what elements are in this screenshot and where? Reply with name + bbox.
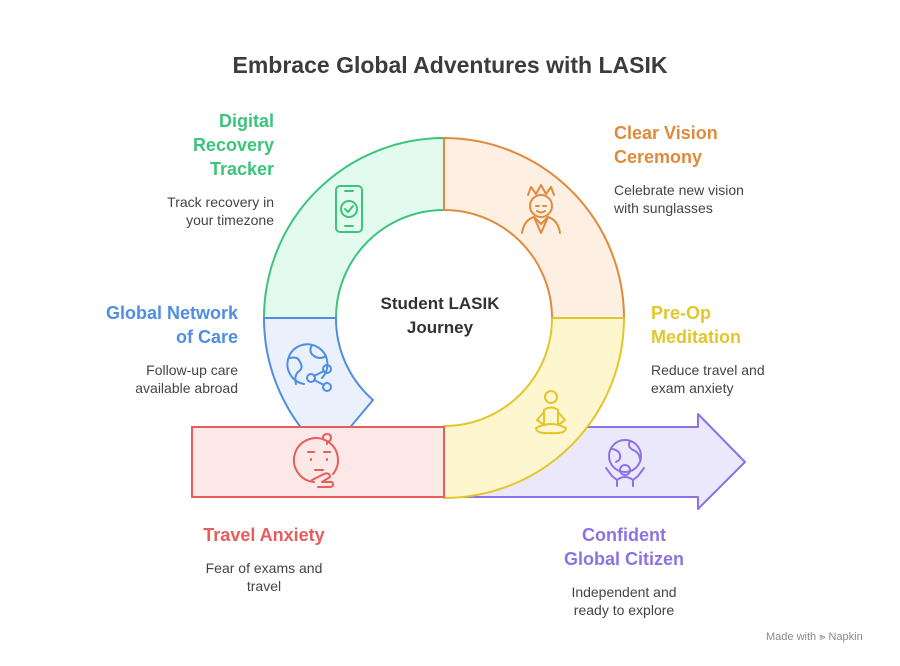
stage-title-line: Travel Anxiety [203,525,325,545]
stage-desc-network: Follow-up care available abroad [58,361,238,397]
stage-title-line: of Care [175,327,238,347]
stage-title-line: Pre-Op [651,303,712,323]
meditating-person-icon [535,390,567,435]
stage-desc-line: Track recovery in [167,194,274,210]
stage-desc-line: Reduce travel and [651,362,765,378]
stage-desc-line: Independent and [571,584,677,600]
stage-title-network: Global Network of Care [58,301,238,349]
stage-title-digital: Digital Recovery Tracker [104,109,274,181]
stage-desc-meditation: Reduce travel and exam anxiety [651,361,851,397]
stage-desc-line: available abroad [135,380,238,396]
ring-segment-meditation [443,317,625,499]
stage-desc-line: Follow-up care [146,362,238,378]
stage-desc-citizen: Independent and ready to explore [524,583,724,619]
person-globe-icon [605,439,645,487]
stage-title-line: Meditation [651,327,741,347]
stage-desc-line: exam anxiety [651,380,734,396]
stage-title-ceremony: Clear Vision Ceremony [614,121,814,169]
ring-segment-ceremony [443,137,625,319]
hub-line-2: Journey [406,318,474,337]
page-title: Embrace Global Adventures with LASIK [232,52,668,78]
hub-line-1: Student LASIK [380,294,500,313]
stage-title-meditation: Pre-Op Meditation [651,301,851,349]
globe-network-icon [286,343,332,392]
stage-desc-ceremony: Celebrate new vision with sunglasses [614,181,814,217]
stage-desc-digital: Track recovery in your timezone [94,193,274,229]
ring-segment-digital [263,137,445,319]
stage-title-line: Recovery [192,135,274,155]
stage-desc-line: travel [246,578,282,594]
stage-title-line: Global Network [105,303,238,323]
stage-title-line: Digital [218,111,274,131]
stage-desc-line: with sunglasses [614,200,713,216]
stage-title-line: Tracker [209,159,274,179]
stage-desc-line: Celebrate new vision [614,182,744,198]
thinking-face-icon [293,433,339,488]
stage-title-anxiety: Travel Anxiety [164,523,364,547]
hub-label: Student LASIK Journey [350,292,530,340]
stage-desc-anxiety: Fear of exams and travel [164,559,364,595]
stage-title-line: Confident [582,525,666,545]
stage-title-citizen: Confident Global Citizen [524,523,724,571]
napkin-credit: Made with ⪢ Napkin [766,631,863,643]
stage-desc-line: ready to explore [573,602,675,618]
phone-check-icon [335,185,363,233]
celebrating-person-icon [521,184,561,234]
stage-title-line: Ceremony [614,147,703,167]
stage-title-line: Clear Vision [614,123,718,143]
stage-desc-line: Fear of exams and [205,560,323,576]
stage-title-line: Global Citizen [563,549,684,569]
stage-desc-line: your timezone [186,212,274,228]
